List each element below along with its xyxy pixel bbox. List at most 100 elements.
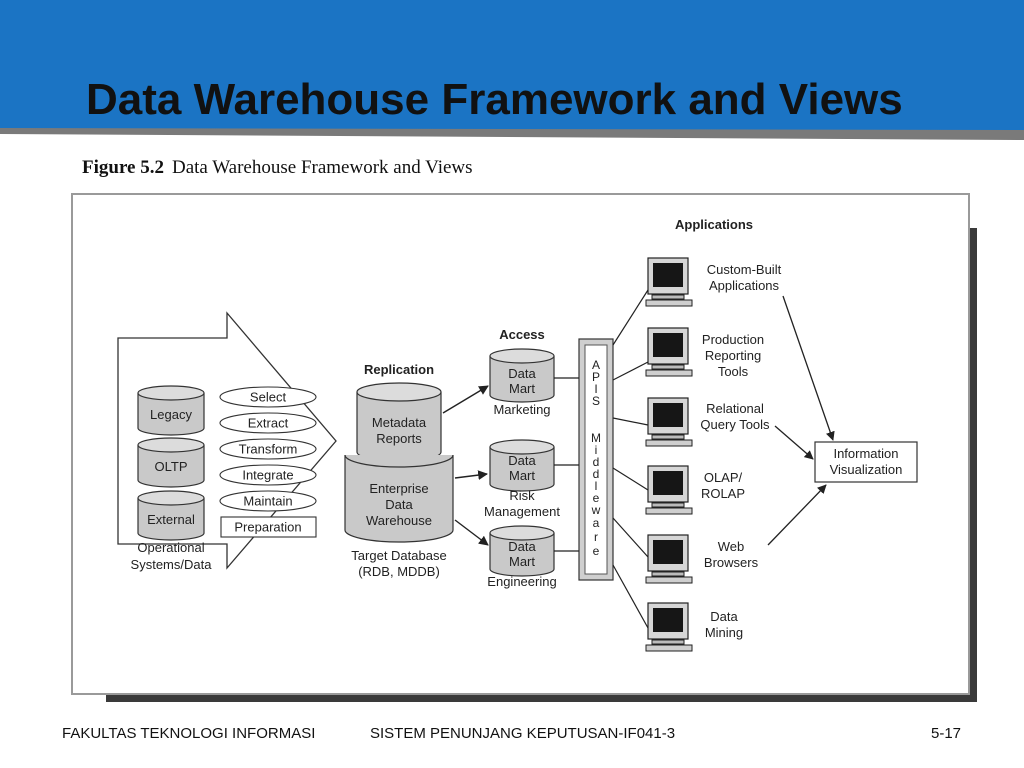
etl-integrate-label: Integrate (242, 468, 293, 483)
app-label: Mining (705, 625, 743, 640)
app-custom-built: Custom-Built Applications (707, 262, 782, 293)
title-bar-shadow (0, 126, 1024, 140)
app-label: Browsers (704, 555, 759, 570)
figure-caption: Figure 5.2 Data Warehouse Framework and V… (82, 157, 473, 179)
oltp-label: OLTP (155, 459, 188, 474)
data-mart-engineering-line1: Data (508, 539, 536, 554)
figure-caption-number: Figure 5.2 (82, 157, 164, 178)
apis-letter: P (592, 370, 600, 384)
app-label: Tools (718, 364, 749, 379)
data-mart-marketing-line2: Mart (509, 381, 535, 396)
etl-select: Select (219, 386, 317, 408)
warehouse-label-line3: Warehouse (366, 513, 432, 528)
app-label: Query Tools (700, 417, 770, 432)
app-label: OLAP/ (704, 470, 743, 485)
connector (612, 564, 649, 629)
app-label: Relational (706, 401, 764, 416)
etl-preparation-label: Preparation (234, 520, 301, 535)
apis-letter: S (592, 394, 600, 408)
data-mart-risk-sub1: Risk (509, 488, 535, 503)
data-mart-risk-line2: Mart (509, 468, 535, 483)
footer-page-number: 5-17 (931, 725, 962, 742)
middleware-letter: d (593, 455, 600, 469)
app-data-mining: Data Mining (705, 609, 743, 640)
etl-integrate: Integrate (219, 464, 317, 486)
target-database-label-line2: (RDB, MDDB) (358, 564, 440, 579)
app-label: Production (702, 332, 764, 347)
app-label: ROLAP (701, 486, 745, 501)
data-mart-marketing-line1: Data (508, 366, 536, 381)
applications-heading: Applications (675, 217, 753, 232)
data-mart-engineering-sub: Engineering (487, 574, 556, 589)
etl-maintain: Maintain (219, 490, 317, 512)
app-production-reporting: Production Reporting Tools (702, 332, 764, 379)
middleware-letter: r (594, 530, 598, 544)
operational-label-line1: Operational (137, 540, 204, 555)
app-label: Web (718, 539, 745, 554)
middleware-letter: M (591, 431, 601, 445)
arrow-to-visualization (782, 295, 835, 441)
etl-preparation: Preparation (220, 516, 317, 538)
data-mart-risk-line1: Data (508, 453, 536, 468)
legacy-label: Legacy (150, 407, 192, 422)
arrow-to-risk (454, 470, 488, 480)
arrow-to-visualization (774, 425, 814, 460)
data-mart-risk-sub2: Management (484, 504, 560, 519)
middleware-letters: M i d d l e w a r e (591, 431, 601, 558)
data-mart-engineering: Data Mart Engineering (487, 525, 557, 589)
connector (612, 467, 649, 491)
data-mart-engineering-line2: Mart (509, 554, 535, 569)
middleware-letter: d (593, 467, 600, 481)
app-label: Data (710, 609, 738, 624)
terminal-icon (645, 534, 693, 584)
etl-extract-label: Extract (248, 416, 289, 431)
figure-caption-text: Data Warehouse Framework and Views (171, 157, 473, 178)
target-database-label-line1: Target Database (351, 548, 446, 563)
title-bar (0, 0, 1024, 132)
warehouse-label-line2: Data (385, 497, 413, 512)
data-mart-marketing-sub: Marketing (493, 402, 550, 417)
connector (612, 517, 649, 558)
metadata-reports-cylinder: Metadata Reports (356, 382, 442, 462)
apis-middleware-bar (578, 338, 614, 581)
middleware-letter: e (593, 491, 600, 505)
arrow-to-visualization (767, 484, 827, 546)
terminal-icon (645, 465, 693, 515)
connector (612, 361, 649, 381)
arrow-to-marketing (442, 385, 489, 414)
slide-title: Data Warehouse Framework and Views (86, 75, 903, 124)
footer-course: SISTEM PENUNJANG KEPUTUSAN-IF041-3 (370, 725, 676, 742)
apis-letter: A (592, 358, 600, 372)
visualization-line2: Visualization (830, 462, 903, 477)
app-olap-rolap: OLAP/ ROLAP (701, 470, 745, 501)
middleware-letter: i (595, 443, 598, 457)
replication-heading: Replication (364, 362, 434, 377)
etl-extract: Extract (219, 412, 317, 434)
access-heading: Access (499, 327, 545, 342)
footer-faculty: FAKULTAS TEKNOLOGI INFORMASI (62, 725, 316, 742)
etl-select-label: Select (250, 390, 287, 405)
oltp-cylinder: OLTP (137, 437, 205, 488)
app-relational-query: Relational Query Tools (700, 401, 770, 432)
operational-label-line2: Systems/Data (131, 557, 213, 572)
app-web-browsers: Web Browsers (704, 539, 759, 570)
app-label: Custom-Built (707, 262, 782, 277)
terminal-icon (645, 327, 693, 377)
connector (612, 417, 649, 426)
visualization-line1: Information (833, 446, 898, 461)
apis-letter: I (594, 382, 597, 396)
apis-letters: A P I S (592, 358, 600, 408)
warehouse-label-line1: Enterprise (369, 481, 428, 496)
etl-transform-label: Transform (239, 442, 298, 457)
figure-shadow (968, 228, 977, 702)
middleware-letter: e (593, 544, 600, 558)
connector (612, 289, 649, 346)
metadata-label-line2: Reports (376, 431, 422, 446)
terminal-icon (645, 602, 693, 652)
external-label: External (147, 512, 195, 527)
figure-shadow (106, 693, 977, 702)
metadata-label-line1: Metadata (372, 415, 427, 430)
data-mart-marketing: Data Mart Marketing (489, 348, 555, 417)
terminal-icon (645, 397, 693, 447)
